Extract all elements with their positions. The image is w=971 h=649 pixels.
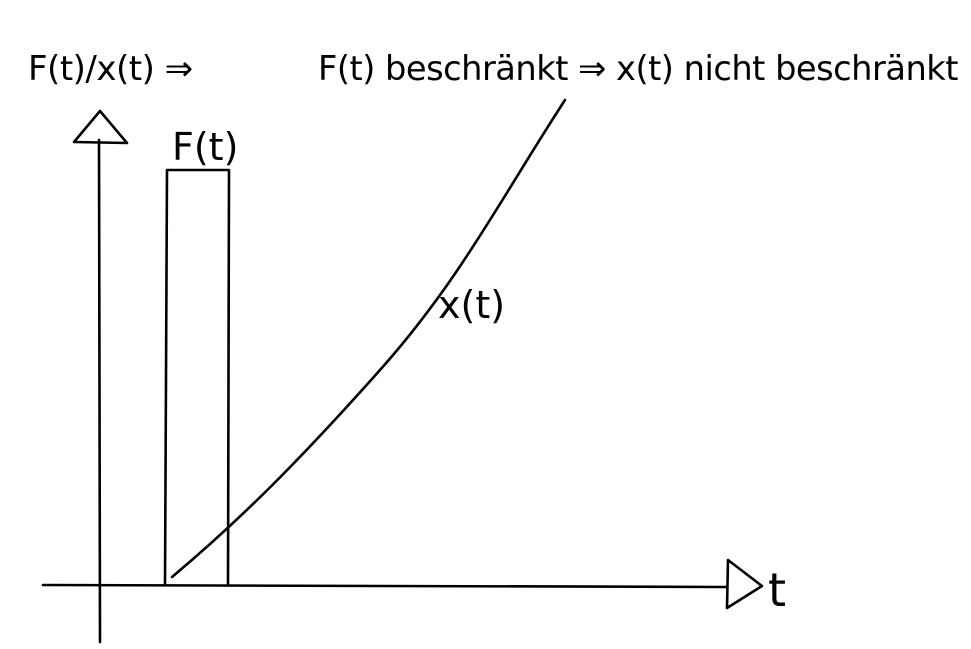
time-axis-label: t	[768, 563, 786, 617]
vertical-axis	[97, 138, 102, 644]
displacement-label: x(t)	[438, 283, 505, 327]
force-label: F(t)	[172, 125, 238, 169]
force-pulse	[163, 168, 231, 587]
time-axis-arrow-icon	[725, 558, 764, 610]
vertical-axis-arrow-icon	[72, 109, 129, 145]
displacement-curve	[170, 98, 567, 579]
headline-left: F(t)/x(t) ⇒	[28, 49, 193, 89]
headline-statement: F(t) beschränkt ⇒ x(t) nicht beschränkt	[318, 49, 958, 89]
time-axis	[41, 583, 728, 589]
